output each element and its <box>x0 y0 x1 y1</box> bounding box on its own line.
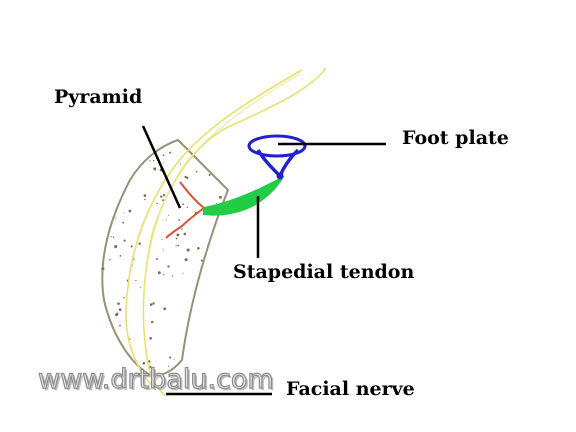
bone-speckle <box>157 271 161 275</box>
bone-speckle <box>119 324 121 327</box>
bone-speckle <box>115 217 117 219</box>
bone-speckle <box>152 302 155 305</box>
bone-speckle <box>129 338 131 340</box>
bone-speckle <box>186 248 190 252</box>
bone-speckle <box>114 245 118 249</box>
bone-speckle <box>173 358 175 360</box>
label-stapedial-tendon: Stapedial tendon <box>233 261 415 283</box>
bone-speckle <box>156 258 158 260</box>
bony-canal <box>101 138 230 377</box>
foot-plate <box>247 134 307 158</box>
facial-nerve-line <box>143 73 301 301</box>
bone-speckle <box>123 297 125 299</box>
bone-speckle <box>122 221 125 224</box>
bone-speckle <box>149 160 151 162</box>
bone-speckle <box>182 272 184 274</box>
bone-speckle <box>110 236 112 238</box>
bone-speckle <box>135 279 137 282</box>
bone-speckle <box>139 287 141 289</box>
bone-speckle <box>112 236 115 238</box>
pyramid-outline <box>165 181 206 239</box>
bone-speckle <box>163 307 167 311</box>
label-foot-plate: Foot plate <box>402 127 509 149</box>
bone-speckle <box>162 199 164 202</box>
bone-speckle <box>179 163 182 165</box>
bone-speckle <box>117 302 120 305</box>
label-facial-nerve: Facial nerve <box>286 378 415 400</box>
bone-speckle <box>176 233 180 237</box>
bone-speckle <box>162 154 165 157</box>
bone-speckle <box>196 246 200 250</box>
bone-speckle <box>138 242 141 246</box>
bone-speckle <box>215 202 218 205</box>
facial-nerve-line <box>142 67 327 397</box>
bone-speckle <box>143 194 147 197</box>
bone-speckle <box>128 209 132 213</box>
bone-speckle <box>130 245 133 248</box>
bone-speckle <box>119 255 122 257</box>
bone-speckle <box>171 275 173 277</box>
stapes-head <box>276 172 284 180</box>
bone-speckle <box>163 273 165 276</box>
bone-speckle <box>163 161 165 163</box>
label-pyramid: Pyramid <box>54 86 143 108</box>
bone-speckle <box>116 312 119 315</box>
bone-speckle <box>156 202 158 205</box>
bone-speckle <box>186 206 188 209</box>
bone-speckle <box>152 159 155 162</box>
bone-speckle <box>150 320 154 324</box>
facial-nerve-line <box>125 69 303 391</box>
bone-speckle <box>184 175 187 179</box>
bone-speckle <box>149 336 153 340</box>
bone-speckle <box>168 215 170 217</box>
pyramid-leader-line <box>141 125 182 209</box>
bone-speckle <box>118 308 122 311</box>
bone-speckle <box>168 365 170 367</box>
bone-speckle <box>142 362 146 365</box>
bone-speckle <box>123 212 125 214</box>
bone-speckle <box>183 232 187 236</box>
bone-speckle <box>184 258 188 262</box>
bone-speckle <box>167 265 170 268</box>
bone-speckle <box>162 194 166 197</box>
bone-speckle <box>109 258 111 261</box>
bone-speckle <box>200 259 203 262</box>
bone-speckle <box>207 245 209 247</box>
bone-speckle <box>161 238 163 241</box>
bone-speckle <box>175 245 177 247</box>
bone-speckle <box>169 356 172 359</box>
watermark-text: www.drtbalu.com <box>37 364 274 395</box>
bone-speckle <box>182 203 185 206</box>
bone-speckle <box>195 170 198 173</box>
bone-speckle <box>178 219 181 221</box>
bone-speckle <box>177 244 180 247</box>
bone-speckle <box>181 228 183 230</box>
bone-speckle <box>162 249 164 251</box>
bone-speckle <box>102 267 105 270</box>
bone-speckle <box>169 151 172 154</box>
bone-speckle <box>153 167 157 171</box>
bone-speckle <box>144 198 146 201</box>
bone-speckle <box>208 173 211 176</box>
bone-speckle <box>149 303 153 306</box>
bone-speckle <box>218 195 222 199</box>
bone-speckle <box>165 218 167 220</box>
bone-speckle <box>160 195 163 198</box>
bone-speckle <box>175 237 178 240</box>
bone-speckle <box>123 239 126 242</box>
